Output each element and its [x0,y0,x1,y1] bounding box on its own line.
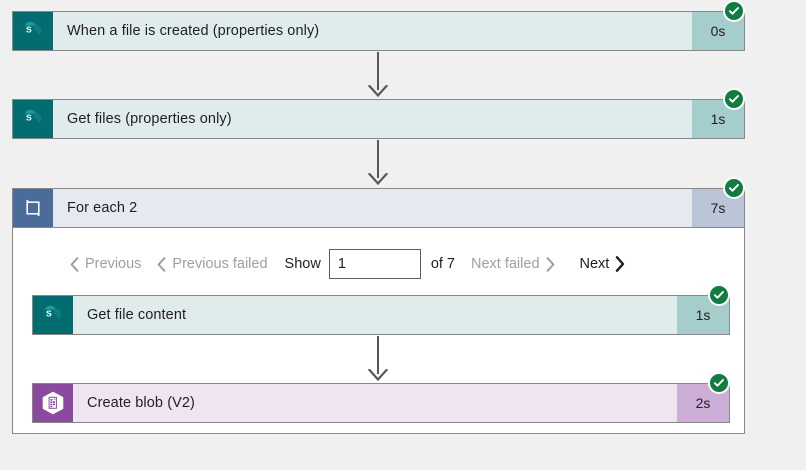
action-card-for-each[interactable]: For each 2 7s [12,188,745,228]
action-card-get-files[interactable]: S Get files (properties only) 1s [12,99,745,139]
chevron-right-icon [546,256,554,272]
action-title: Get file content [87,307,187,323]
next-failed-label: Next failed [471,255,540,272]
action-title: Create blob (V2) [87,395,195,411]
previous-failed-label: Previous failed [172,255,268,272]
next-iteration-label: Next [579,255,610,272]
chevron-left-icon [70,256,79,272]
status-badge-success [723,88,745,110]
action-title: For each 2 [67,200,138,216]
loop-icon [13,189,53,227]
next-iteration-button[interactable]: Next [580,256,626,272]
sharepoint-icon: S [33,296,73,334]
action-title: Get files (properties only) [67,111,232,127]
action-title: When a file is created (properties only) [67,23,320,39]
chevron-left-icon [158,256,166,272]
previous-iteration-label: Previous [85,255,142,272]
status-badge-success [723,177,745,199]
action-card-create-blob[interactable]: Create blob (V2) 2s [32,383,730,423]
action-card-trigger[interactable]: S When a file is created (properties onl… [12,11,745,51]
iteration-pager: Previous Previous failed Show of 7 Next … [70,249,625,279]
svg-text:S: S [46,309,52,319]
chevron-right-icon [616,256,625,272]
status-badge-success [723,0,745,22]
show-label: Show [284,255,321,272]
svg-text:S: S [26,113,32,123]
iteration-number-input[interactable] [328,249,421,279]
action-card-get-file-content[interactable]: S Get file content 1s [32,295,730,335]
status-badge-success [708,372,730,394]
sharepoint-icon: S [13,12,53,50]
of-total-label: of 7 [430,255,455,272]
status-badge-success [708,284,730,306]
previous-iteration-button[interactable]: Previous [70,255,142,272]
azure-blob-icon [33,384,73,422]
next-failed-button[interactable]: Next failed [471,255,555,272]
sharepoint-icon: S [13,100,53,138]
previous-failed-button[interactable]: Previous failed [157,255,268,272]
svg-text:S: S [26,25,32,35]
